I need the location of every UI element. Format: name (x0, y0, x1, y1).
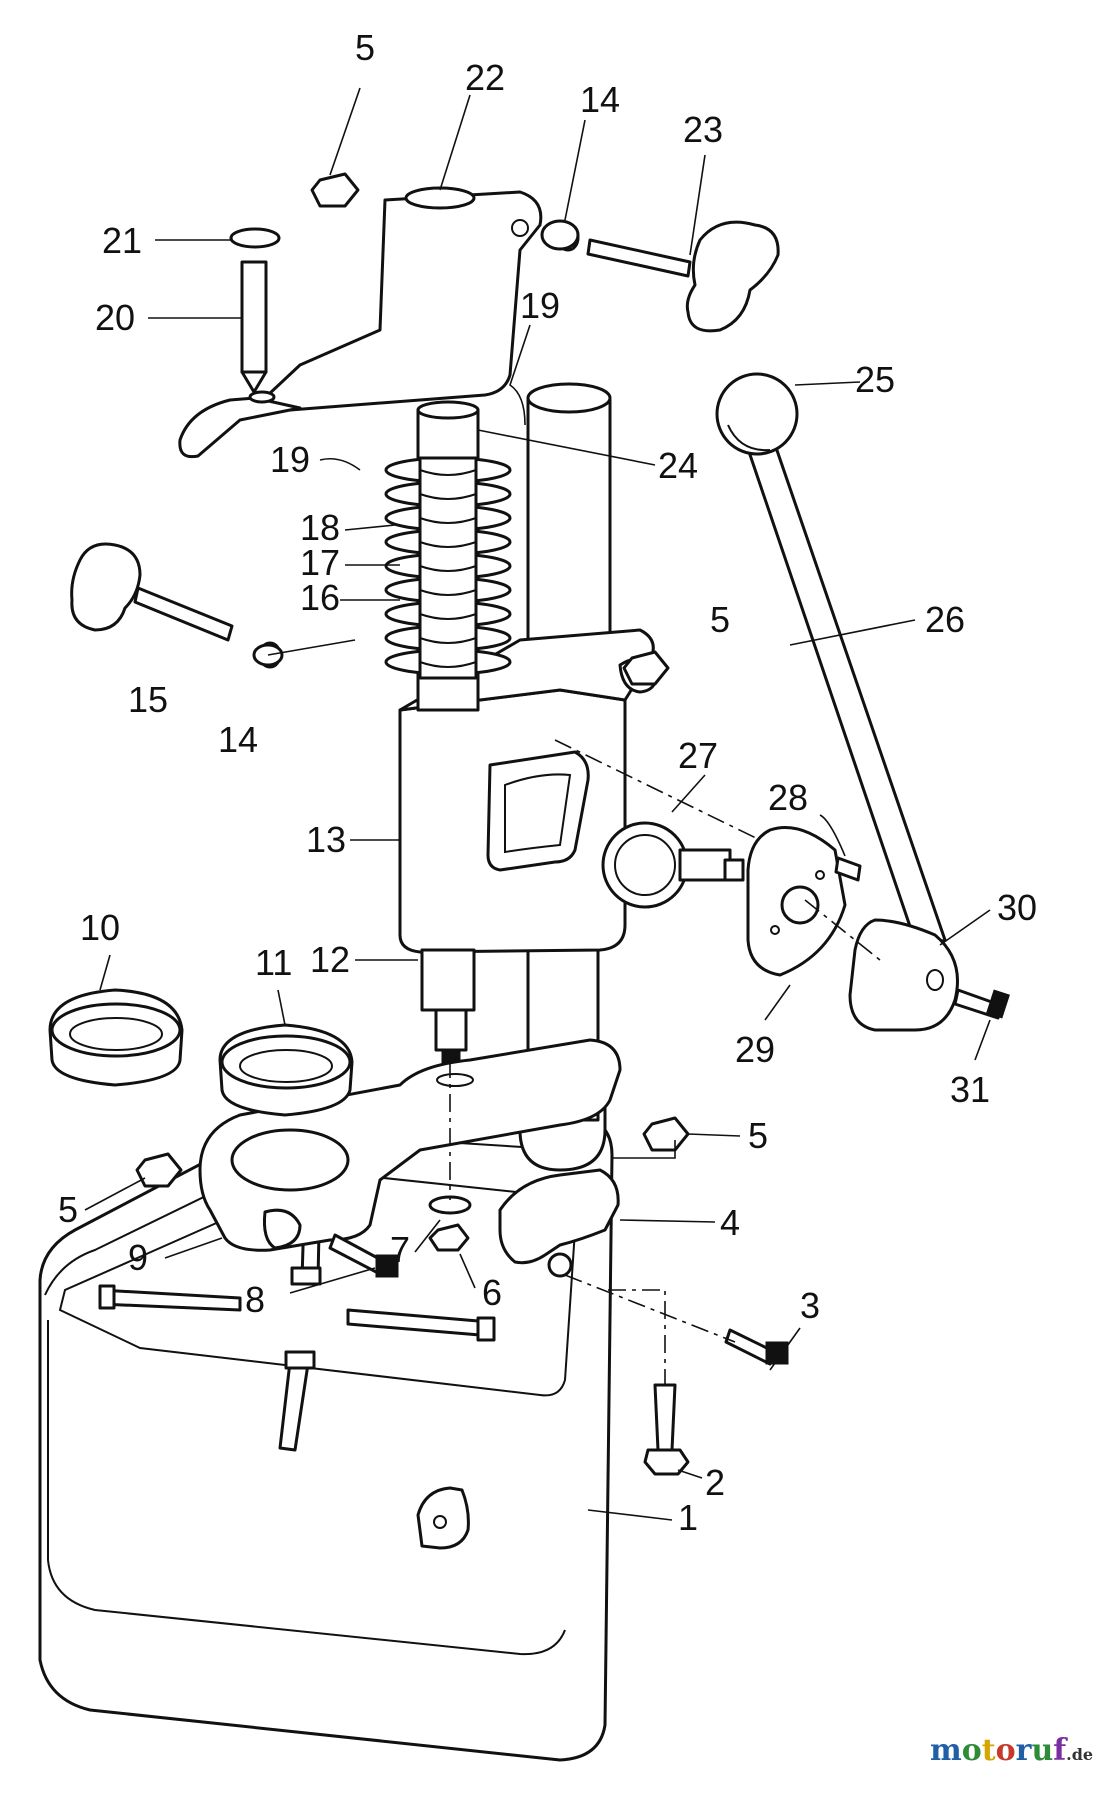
callout-25: 25 (855, 359, 895, 400)
spring (384, 456, 512, 680)
callout-29: 29 (735, 1029, 775, 1070)
callout-24: 24 (658, 445, 698, 486)
callout-4: 4 (720, 1202, 740, 1243)
callout-28: 28 (768, 777, 808, 818)
callout-14-a: 14 (580, 79, 620, 120)
lower-arm (198, 1038, 622, 1252)
callout-9: 9 (128, 1237, 148, 1278)
callout-26: 26 (925, 599, 965, 640)
callout-23: 23 (683, 109, 723, 150)
callout-19-a: 19 (520, 285, 560, 326)
callout-27: 27 (678, 735, 718, 776)
nuts-bolts (135, 172, 789, 1476)
flange-plate (746, 826, 862, 977)
callout-5-a: 5 (355, 27, 375, 68)
callout-31: 31 (950, 1069, 990, 1110)
callout-1: 1 (678, 1497, 698, 1538)
watermark-text: motoruf.de (930, 1733, 1093, 1768)
callout-10: 10 (80, 907, 120, 948)
base-plate (38, 1100, 614, 1762)
knob-23 (556, 220, 780, 333)
callout-22: 22 (465, 57, 505, 98)
pinion-gear (601, 821, 745, 909)
handle-hub (848, 918, 1010, 1032)
callout-15: 15 (128, 679, 168, 720)
knob-15 (70, 542, 282, 669)
callout-11: 11 (255, 942, 292, 983)
callout-16: 16 (300, 577, 340, 618)
watermark-logo: motoruf.de (930, 1733, 1093, 1768)
callout-2: 2 (705, 1462, 725, 1503)
collar (498, 1168, 620, 1278)
top-head (178, 186, 543, 459)
callout-19-b: 19 (270, 439, 310, 480)
ring-11 (218, 1023, 354, 1117)
callout-12: 12 (310, 939, 350, 980)
callout-6: 6 (482, 1272, 502, 1313)
callout-18: 18 (300, 507, 340, 548)
callout-labels: 1 2 3 4 5 5 5 5 6 7 8 9 10 11 12 13 14 1… (58, 27, 1037, 1538)
handle (715, 372, 947, 952)
ring-10 (48, 988, 184, 1087)
callout-5-b: 5 (710, 599, 730, 640)
callout-21: 21 (102, 220, 142, 261)
callout-5-c: 5 (748, 1115, 768, 1156)
callout-13: 13 (306, 819, 346, 860)
callout-5-d: 5 (58, 1189, 78, 1230)
callout-7: 7 (390, 1229, 410, 1270)
callout-3: 3 (800, 1285, 820, 1326)
callout-17: 17 (300, 542, 340, 583)
callout-8: 8 (245, 1279, 265, 1320)
thumb-screw-20-21 (229, 227, 281, 394)
callout-30: 30 (997, 887, 1037, 928)
leader-lines (84, 87, 991, 1521)
callout-20: 20 (95, 297, 135, 338)
callout-14-b: 14 (218, 719, 258, 760)
